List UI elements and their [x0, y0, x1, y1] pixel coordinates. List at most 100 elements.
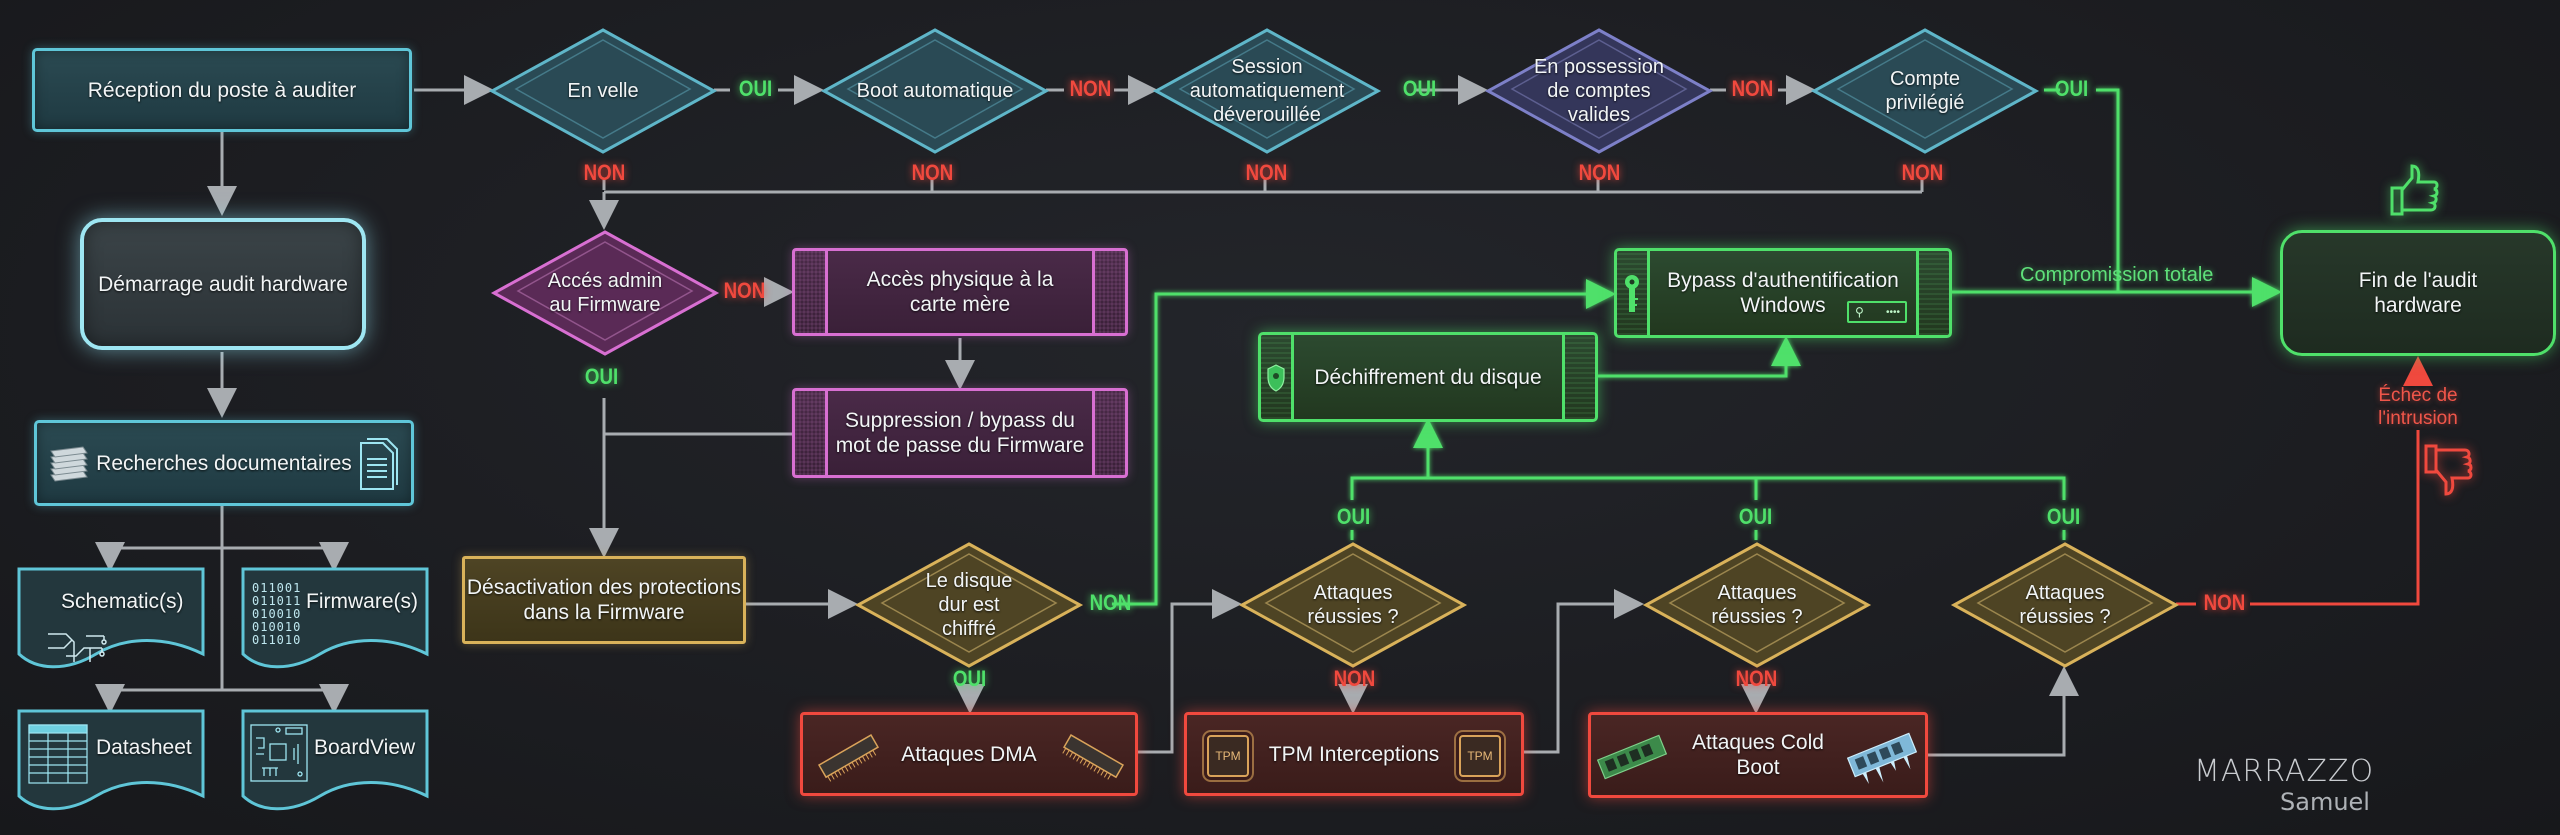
node-fin-audit: Fin de l'audit hardware [2280, 230, 2556, 356]
label-non: NON [1333, 666, 1376, 691]
edge-privilegie-oui [2044, 88, 2120, 292]
label-non-green: NON [1089, 590, 1132, 615]
node-dechiffrement: Déchiffrement du disque [1258, 332, 1598, 422]
decision-en-veille: En velle [488, 28, 718, 154]
label-oui: OUI [1402, 76, 1437, 101]
decision-en-veille-label: En velle [567, 80, 639, 102]
panel-side [1092, 251, 1125, 333]
label-non: NON [2203, 590, 2246, 615]
label-oui: OUI [952, 666, 987, 691]
edge-reussies3-echec-non [2176, 430, 2420, 606]
label-non: NON [911, 160, 954, 185]
document-icon [357, 437, 399, 498]
panel-side [795, 251, 828, 333]
pci-card-icon [1061, 727, 1125, 792]
decision-attaques-reussies-1-label: Attaques réussies ? [1307, 582, 1399, 628]
label-non: NON [1069, 76, 1112, 101]
label-oui: OUI [2054, 76, 2089, 101]
decision-acces-admin-fw: Accés admin au Firmware [490, 230, 720, 356]
credit-last-name: MARRAZZO [2194, 754, 2375, 789]
node-tpm-interceptions-label: TPM Interceptions [1268, 742, 1440, 766]
label-oui: OUI [2046, 504, 2081, 529]
edge-dechiffrement-bypass [1598, 336, 1801, 378]
label-non: NON [583, 160, 626, 185]
search-icon: ⚲ [1855, 305, 1864, 319]
edge-coldboot-reussies3 [1926, 666, 2079, 757]
decision-comptes-valides-label: En possession de comptes valides [1533, 56, 1665, 126]
decision-disque-chiffre-label: Le disque dur est chiffré [925, 570, 1013, 640]
binary-icon: 011001 011011 010010 010010 011010 [252, 581, 302, 647]
ram-stick-icon [1596, 725, 1668, 794]
frozen-ram-icon [1846, 723, 1918, 798]
panel-side [1562, 335, 1595, 419]
doc-firmwares-label: Firmware(s) [306, 590, 418, 613]
decision-comptes-valides: En possession de comptes valides [1484, 28, 1714, 154]
node-acces-physique: Accès physique à la carte mère [792, 248, 1128, 336]
node-reception-label: Réception du poste à auditer [87, 78, 357, 102]
node-recherches-label: Recherches documentaires [96, 451, 352, 475]
node-demarrage-label: Démarrage audit hardware [98, 272, 348, 296]
label-non: NON [1901, 160, 1944, 185]
pci-card-icon [817, 727, 881, 792]
decision-disque-chiffre: Le disque dur est chiffré [854, 542, 1084, 668]
node-desactivation-label: Désactivation des protections dans la Fi… [466, 576, 742, 624]
doc-boardview-label: BoardView [314, 736, 416, 759]
node-dechiffrement-label: Déchiffrement du disque [1314, 365, 1542, 389]
shield-icon [1266, 363, 1286, 398]
password-field-icon: ⚲ •••• [1847, 301, 1907, 323]
doc-datasheet: Datasheet [16, 708, 206, 820]
node-desactivation: Désactivation des protections dans la Fi… [462, 556, 746, 644]
thumbs-up-icon [2390, 162, 2440, 223]
doc-datasheet-label: Datasheet [96, 736, 192, 759]
node-recherches: Recherches documentaires [34, 420, 414, 506]
edge-label-compromission: Compromission totale [2020, 264, 2214, 286]
label-non: NON [1735, 666, 1778, 691]
doc-schematics: Schematic(s) [16, 566, 206, 676]
node-suppression-mdp: Suppression / bypass du mot de passe du … [792, 388, 1128, 478]
label-oui: OUI [1738, 504, 1773, 529]
decision-attaques-reussies-3: Attaques réussies ? [1950, 542, 2180, 668]
decision-boot-auto: Boot automatique [820, 28, 1050, 154]
node-attaques-dma: Attaques DMA [800, 712, 1138, 796]
thumbs-down-icon [2424, 442, 2474, 503]
edge-oui-bus [1350, 476, 2066, 500]
node-bypass-auth: Bypass d'authentification Windows ⚲ •••• [1614, 248, 1952, 338]
node-attaques-dma-label: Attaques DMA [901, 742, 1037, 766]
node-fin-audit-label: Fin de l'audit hardware [2358, 269, 2478, 317]
decision-boot-auto-label: Boot automatique [856, 80, 1014, 102]
node-cold-boot-label: Attaques Cold Boot [1692, 731, 1824, 779]
password-mask: •••• [1885, 306, 1900, 318]
document-stack-icon [47, 441, 91, 494]
panel-side [1916, 251, 1949, 335]
node-acces-physique-label: Accès physique à la carte mère [866, 268, 1054, 316]
label-oui: OUI [738, 76, 773, 101]
decision-compte-privilegie: Compte privilégié [1810, 28, 2040, 154]
doc-firmwares: 011001 011011 010010 010010 011010 Firmw… [240, 566, 430, 676]
label-non: NON [723, 278, 766, 303]
node-cold-boot: Attaques Cold Boot [1588, 712, 1928, 798]
decision-attaques-reussies-3-label: Attaques réussies ? [2019, 582, 2111, 628]
node-tpm-interceptions: TPM TPM Interceptions TPM [1184, 712, 1524, 796]
tpm-chip-icon: TPM [1459, 735, 1501, 777]
decision-session-auto-label: Session automatiquement déverouillée [1189, 56, 1345, 126]
node-demarrage: Démarrage audit hardware [80, 218, 366, 350]
credit-first-name: Samuel [2280, 788, 2370, 816]
panel-side [1092, 391, 1125, 475]
decision-attaques-reussies-2: Attaques réussies ? [1642, 542, 1872, 668]
label-oui: OUI [1336, 504, 1371, 529]
key-icon [1623, 273, 1641, 320]
label-non: NON [1731, 76, 1774, 101]
doc-boardview: BoardView [240, 708, 430, 820]
decision-attaques-reussies-2-label: Attaques réussies ? [1711, 582, 1803, 628]
decision-attaques-reussies-1: Attaques réussies ? [1238, 542, 1468, 668]
panel-side [795, 391, 828, 475]
label-oui: OUI [584, 364, 619, 389]
decision-compte-privilegie-label: Compte privilégié [1885, 68, 1965, 114]
doc-schematics-label: Schematic(s) [61, 590, 184, 613]
node-suppression-mdp-label: Suppression / bypass du mot de passe du … [835, 409, 1085, 457]
decision-session-auto: Session automatiquement déverouillée [1152, 28, 1382, 154]
decision-acces-admin-fw-label: Accés admin au Firmware [547, 270, 663, 316]
node-reception: Réception du poste à auditer [32, 48, 412, 132]
label-non: NON [1578, 160, 1621, 185]
edge-label-echec: Échec de l'intrusion [2378, 385, 2458, 429]
